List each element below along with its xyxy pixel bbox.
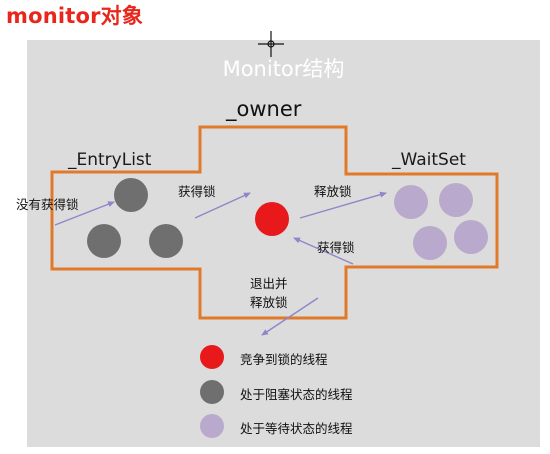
legend-dot-waiting (200, 414, 224, 438)
exit-release-label-line2: 释放锁 (250, 295, 288, 310)
legend-blocked-text: 处于阻塞状态的线程 (240, 387, 353, 402)
arrow-acquire-entry (194, 192, 251, 219)
legend-dot-blocked (200, 380, 224, 404)
blocked-thread (114, 178, 148, 212)
waiting-thread (439, 183, 473, 217)
entry-list-label: _EntryList (68, 150, 152, 170)
arrow-release (299, 191, 387, 219)
panel-title: Monitor结构 (222, 57, 345, 81)
wait-set-label: _WaitSet (392, 150, 466, 170)
exit-release-label-line1: 退出并 (250, 276, 288, 291)
legend-owner-text: 竞争到锁的线程 (240, 352, 328, 367)
release-label: 释放锁 (314, 184, 352, 199)
owner-thread (255, 202, 289, 236)
legend-waiting-text: 处于等待状态的线程 (240, 421, 353, 436)
owner-label: _owner (226, 97, 302, 121)
no-lock-label: 没有获得锁 (16, 197, 79, 212)
arrow-no-lock (54, 201, 115, 226)
waiting-thread (454, 220, 488, 254)
arrow-exit-release (261, 297, 319, 336)
blocked-thread (149, 224, 183, 258)
legend-dot-owner (200, 345, 224, 369)
acquire-wait-label: 获得锁 (317, 240, 355, 255)
page-heading: monitor对象 (6, 4, 144, 28)
blocked-thread (87, 224, 121, 258)
waiting-thread (413, 226, 447, 260)
arrow-acquire-wait (293, 237, 354, 265)
acquire-entry-label: 获得锁 (178, 184, 216, 199)
monitor-outline (50, 125, 499, 320)
crosshair-cursor-icon (258, 31, 284, 57)
waiting-thread (394, 185, 428, 219)
